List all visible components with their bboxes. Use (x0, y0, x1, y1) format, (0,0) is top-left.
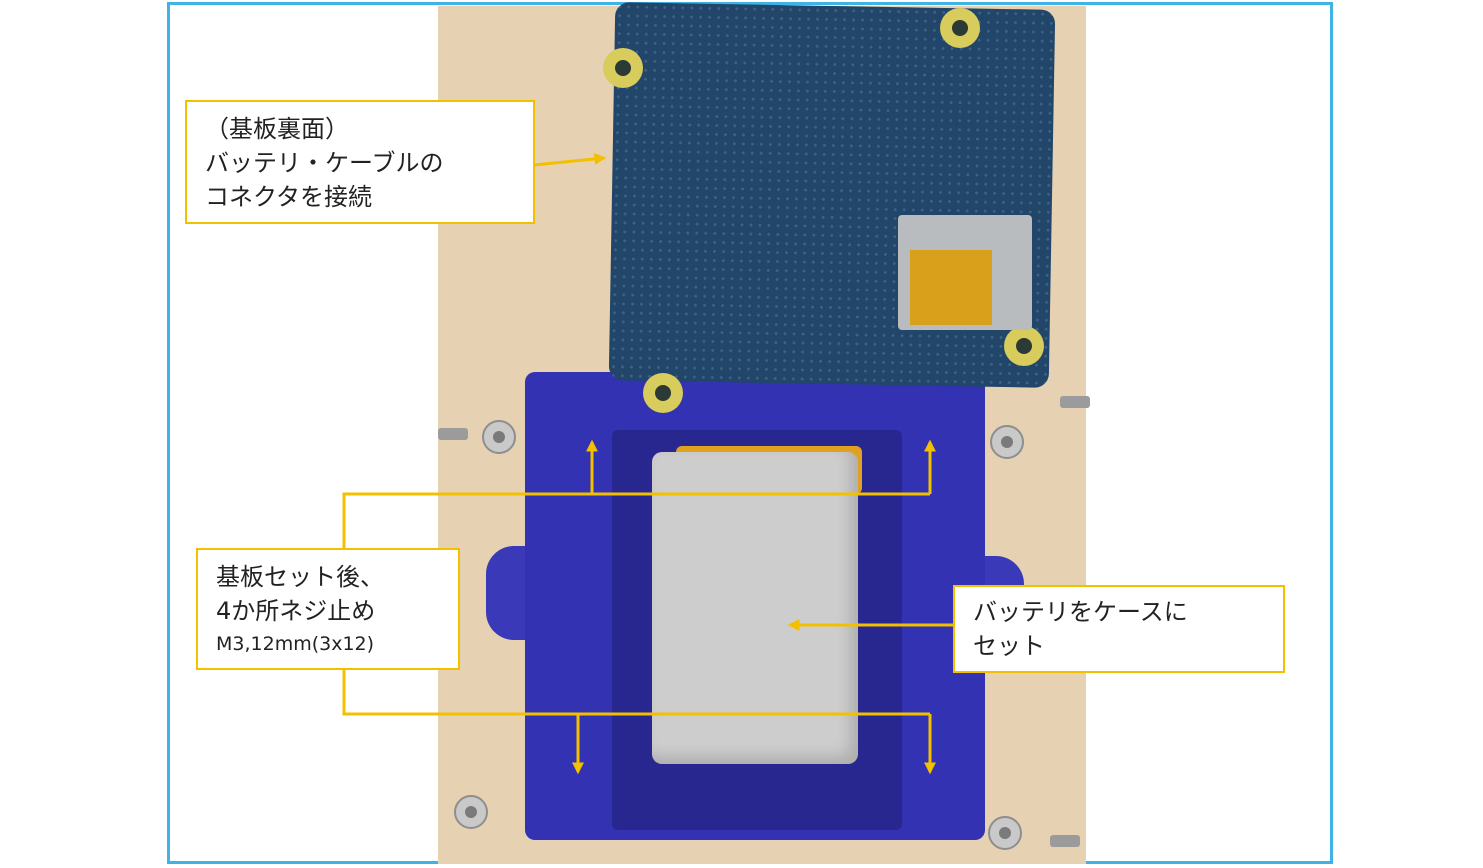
callout-connector: （基板裏面） バッテリ・ケーブルの コネクタを接続 (185, 100, 535, 224)
arrow-to-connector (533, 152, 607, 167)
screw (438, 428, 468, 440)
hex-nut (482, 420, 516, 454)
screw (1060, 396, 1090, 408)
hex-nut (990, 425, 1024, 459)
board-mount-hole (643, 373, 683, 413)
board-mount-hole (603, 48, 643, 88)
callout-battery-line2: セット (973, 632, 1045, 660)
bracket-bottom (342, 670, 930, 716)
callout-connector-line2: バッテリ・ケーブルの (205, 149, 444, 177)
sd-card (910, 250, 992, 325)
callout-connector-line3: コネクタを接続 (205, 183, 373, 211)
bracket-top (342, 492, 930, 548)
callout-screws-line1: 基板セット後、 (216, 563, 384, 591)
callout-screws-line3: M3,12mm(3x12) (216, 633, 375, 655)
screw (1050, 835, 1080, 847)
callout-battery-line1: バッテリをケースに (973, 598, 1188, 626)
callout-battery: バッテリをケースに セット (953, 585, 1285, 673)
battery (652, 452, 858, 764)
board-mount-hole (940, 8, 980, 48)
board-mount-hole (1004, 326, 1044, 366)
callout-connector-line1: （基板裏面） (205, 115, 349, 143)
callout-screws-line2: 4か所ネジ止め (216, 597, 376, 625)
callout-screws: 基板セット後、 4か所ネジ止め M3,12mm(3x12) (196, 548, 460, 670)
hex-nut (454, 795, 488, 829)
hex-nut (988, 816, 1022, 850)
